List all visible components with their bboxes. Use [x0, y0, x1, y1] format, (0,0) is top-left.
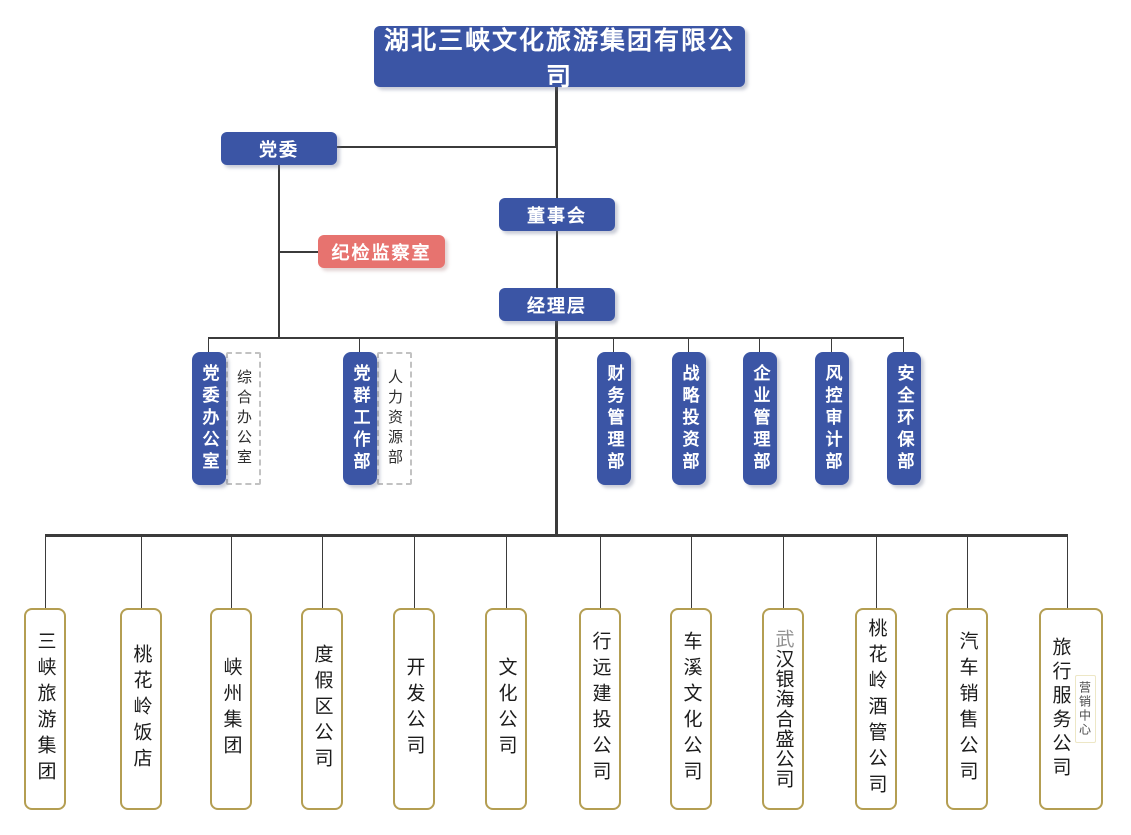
annex-general-office-label: 综合办公室 [235, 368, 251, 469]
connector-company-drop [600, 536, 601, 609]
party-committee-label: 党委 [259, 139, 299, 160]
connector-company-drop [45, 536, 46, 609]
connector-dept-drop [831, 338, 832, 352]
subsidiary-label: 武汉银海合盛公司 [772, 629, 794, 789]
connector-company-drop [141, 536, 142, 609]
annex-box-general-office: 综合办公室 [226, 352, 261, 485]
connector-dept-drop [688, 338, 689, 352]
subsidiary-label: 桃花岭酒管公司 [865, 618, 887, 800]
subsidiary-box-auto-sales: 汽车销售公司 [946, 608, 988, 810]
dept-box-risk-control-audit: 风控审计部 [815, 352, 849, 485]
discipline-inspection-label: 纪检监察室 [331, 242, 432, 263]
management-layer-label: 经理层 [527, 295, 587, 316]
group-title-label: 湖北三峡文化旅游集团有限公司 [383, 27, 735, 91]
group-title-box: 湖北三峡文化旅游集团有限公司 [374, 26, 745, 91]
subsidiary-box-chexi-culture: 车溪文化公司 [670, 608, 712, 810]
subsidiary-box-culture-company: 文化公司 [485, 608, 527, 810]
subsidiary-label: 文化公司 [495, 657, 517, 761]
subsidiary-label: 车溪文化公司 [680, 631, 702, 787]
subsidiary-box-sanxia-tourism-group: 三峡旅游集团 [24, 608, 66, 810]
connector-company-drop [876, 536, 877, 609]
connector-dept-drop [903, 338, 904, 352]
connector-company-drop [231, 536, 232, 609]
dept-box-enterprise-management: 企业管理部 [743, 352, 777, 485]
connector-party-hline [337, 146, 558, 148]
dept-finance-management-label: 财务管理部 [604, 363, 624, 474]
dept-strategic-investment-label: 战略投资部 [679, 363, 699, 474]
dept-box-party-mass-work: 党群工作部 [343, 352, 377, 485]
subsidiary-label: 桃花岭饭店 [130, 644, 152, 774]
connector-dept-drop [759, 338, 760, 352]
subsidiary-box-wuhan-yinhai-hesheng: 武汉银海合盛公司 [762, 608, 804, 810]
dept-party-mass-work-label: 党群工作部 [350, 363, 370, 474]
connector-trunk-top [555, 86, 558, 148]
connector-dept-drop [359, 338, 360, 352]
subsidiary-label: 行远建投公司 [589, 631, 611, 787]
annex-marketing-center-label: 营销中心 [1074, 675, 1096, 743]
connector-company-drop [1067, 536, 1068, 609]
subsidiary-box-taohualing-hotel-management: 桃花岭酒管公司 [855, 608, 897, 810]
management-layer-box: 经理层 [499, 288, 615, 321]
dept-party-committee-office-label: 党委办公室 [199, 363, 219, 474]
subsidiary-label: 汽车销售公司 [956, 631, 978, 787]
connector-company-drop [414, 536, 415, 609]
dept-box-finance-management: 财务管理部 [597, 352, 631, 485]
subsidiary-box-taohualing-hotel: 桃花岭饭店 [120, 608, 162, 810]
subsidiary-box-travel-service: 旅行服务公司 营销中心 [1039, 608, 1103, 810]
subsidiary-box-development-company: 开发公司 [393, 608, 435, 810]
connector-dept-drop [208, 338, 209, 352]
subsidiary-label: 旅行服务公司 [1049, 637, 1071, 781]
connector-company-drop [967, 536, 968, 609]
subsidiary-label: 三峡旅游集团 [34, 631, 56, 787]
subsidiary-label: 开发公司 [403, 657, 425, 761]
dept-box-party-committee-office: 党委办公室 [192, 352, 226, 485]
connector-trunk-bottom [555, 320, 558, 535]
connector-company-drop [691, 536, 692, 609]
dept-box-safety-environment: 安全环保部 [887, 352, 921, 485]
dept-risk-control-audit-label: 风控审计部 [822, 363, 842, 474]
connector-company-drop [506, 536, 507, 609]
connector-company-drop [322, 536, 323, 609]
subsidiary-label: 峡州集团 [220, 657, 242, 761]
subsidiary-box-xiazhou-group: 峡州集团 [210, 608, 252, 810]
dept-safety-environment-label: 安全环保部 [894, 363, 914, 474]
party-committee-box: 党委 [221, 132, 337, 165]
subsidiary-label: 度假区公司 [311, 644, 333, 774]
connector-discipline-hline [278, 251, 318, 253]
discipline-inspection-box: 纪检监察室 [318, 235, 445, 268]
board-of-directors-label: 董事会 [527, 205, 587, 226]
connector-company-drop [783, 536, 784, 609]
dept-box-strategic-investment: 战略投资部 [672, 352, 706, 485]
connector-dept-drop [613, 338, 614, 352]
dept-enterprise-management-label: 企业管理部 [750, 363, 770, 474]
annex-human-resources-label: 人力资源部 [386, 368, 402, 469]
subsidiary-box-resort-company: 度假区公司 [301, 608, 343, 810]
connector-companies-hline [45, 534, 1068, 537]
board-of-directors-box: 董事会 [499, 198, 615, 231]
subsidiary-box-xingyuan-construction: 行远建投公司 [579, 608, 621, 810]
annex-box-human-resources: 人力资源部 [377, 352, 412, 485]
